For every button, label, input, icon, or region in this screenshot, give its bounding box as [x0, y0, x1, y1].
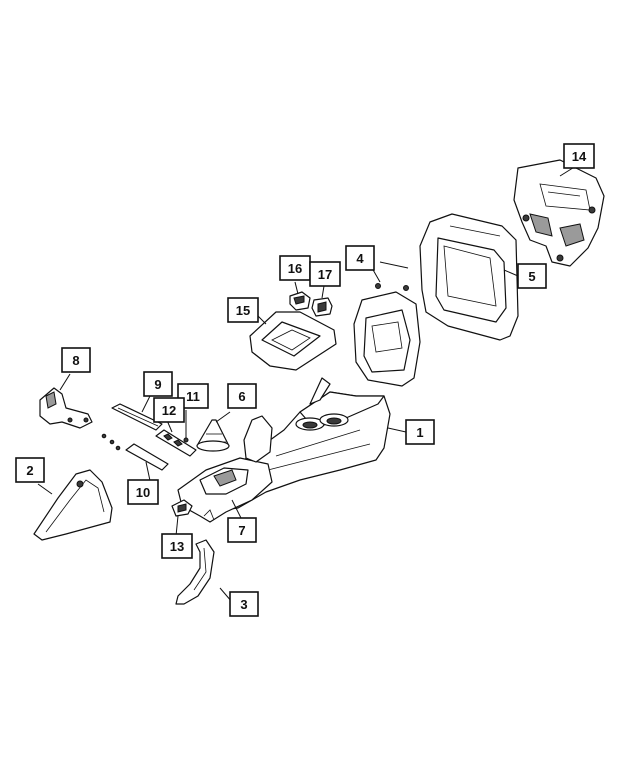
- callout-4-label: 4: [356, 251, 364, 266]
- callout-8-label: 8: [72, 353, 79, 368]
- callout-10: 10: [127, 479, 159, 505]
- callout-6-label: 6: [238, 389, 245, 404]
- callout-6: 6: [227, 383, 257, 409]
- callout-16-label: 16: [288, 261, 302, 276]
- callout-4: 4: [345, 245, 375, 271]
- callout-15-label: 15: [236, 303, 250, 318]
- leader-9: [141, 395, 151, 413]
- callout-1: 1: [405, 419, 435, 445]
- callout-9-label: 9: [154, 377, 161, 392]
- part-14-rear-bracket: [513, 159, 605, 267]
- callout-16: 16: [279, 255, 311, 281]
- callout-7-label: 7: [238, 523, 245, 538]
- callout-11: 11: [177, 383, 209, 409]
- callout-5-label: 5: [528, 269, 535, 284]
- leader-7: [231, 499, 243, 521]
- leader-lines: [37, 165, 577, 603]
- leader-13: [175, 515, 179, 537]
- callout-11-label: 11: [186, 389, 200, 404]
- callout-17-label: 17: [318, 267, 332, 282]
- callout-12: 12: [153, 397, 185, 423]
- part-8-bracket: [39, 387, 93, 429]
- leader-8: [59, 373, 71, 391]
- callout-9: 9: [143, 371, 173, 397]
- callout-10-label: 10: [136, 485, 150, 500]
- callout-15: 15: [227, 297, 259, 323]
- callout-2-label: 2: [26, 463, 33, 478]
- callout-14: 14: [563, 143, 595, 169]
- leader-17: [321, 285, 325, 299]
- callout-1-label: 1: [416, 425, 423, 440]
- leader-5: [503, 269, 519, 277]
- leader-4b: [379, 261, 409, 269]
- leader-2: [37, 483, 53, 495]
- callout-8: 8: [61, 347, 91, 373]
- part-16-switch: [289, 291, 311, 311]
- leader-16: [294, 281, 299, 295]
- callout-14-label: 14: [572, 149, 587, 164]
- callout-2: 2: [15, 457, 45, 483]
- callout-5: 5: [517, 263, 547, 289]
- callout-13: 13: [161, 533, 193, 559]
- callout-12-label: 12: [162, 403, 176, 418]
- leader-6: [215, 411, 231, 423]
- part-13-switch: [171, 499, 193, 517]
- callout-17: 17: [309, 261, 341, 287]
- callout-3-label: 3: [240, 597, 247, 612]
- part-4-shifter-bezel: [353, 283, 421, 387]
- callout-7: 7: [227, 517, 257, 543]
- leader-1: [387, 427, 407, 433]
- part-10-trim-plate: [101, 433, 169, 471]
- part-5-rear-bezel: [419, 213, 519, 341]
- part-3-side-trim: [175, 539, 215, 605]
- callout-13-label: 13: [170, 539, 184, 554]
- part-17-outlet: [311, 297, 333, 317]
- part-15-storage-bin: [249, 311, 337, 371]
- part-9-trim-strip: [111, 403, 163, 431]
- part-2-side-panel: [33, 469, 113, 541]
- part-7-shifter-console: [177, 415, 273, 523]
- callout-3: 3: [229, 591, 259, 617]
- part-6-shift-boot: [196, 419, 230, 452]
- part-12-switch-bank: [155, 429, 197, 457]
